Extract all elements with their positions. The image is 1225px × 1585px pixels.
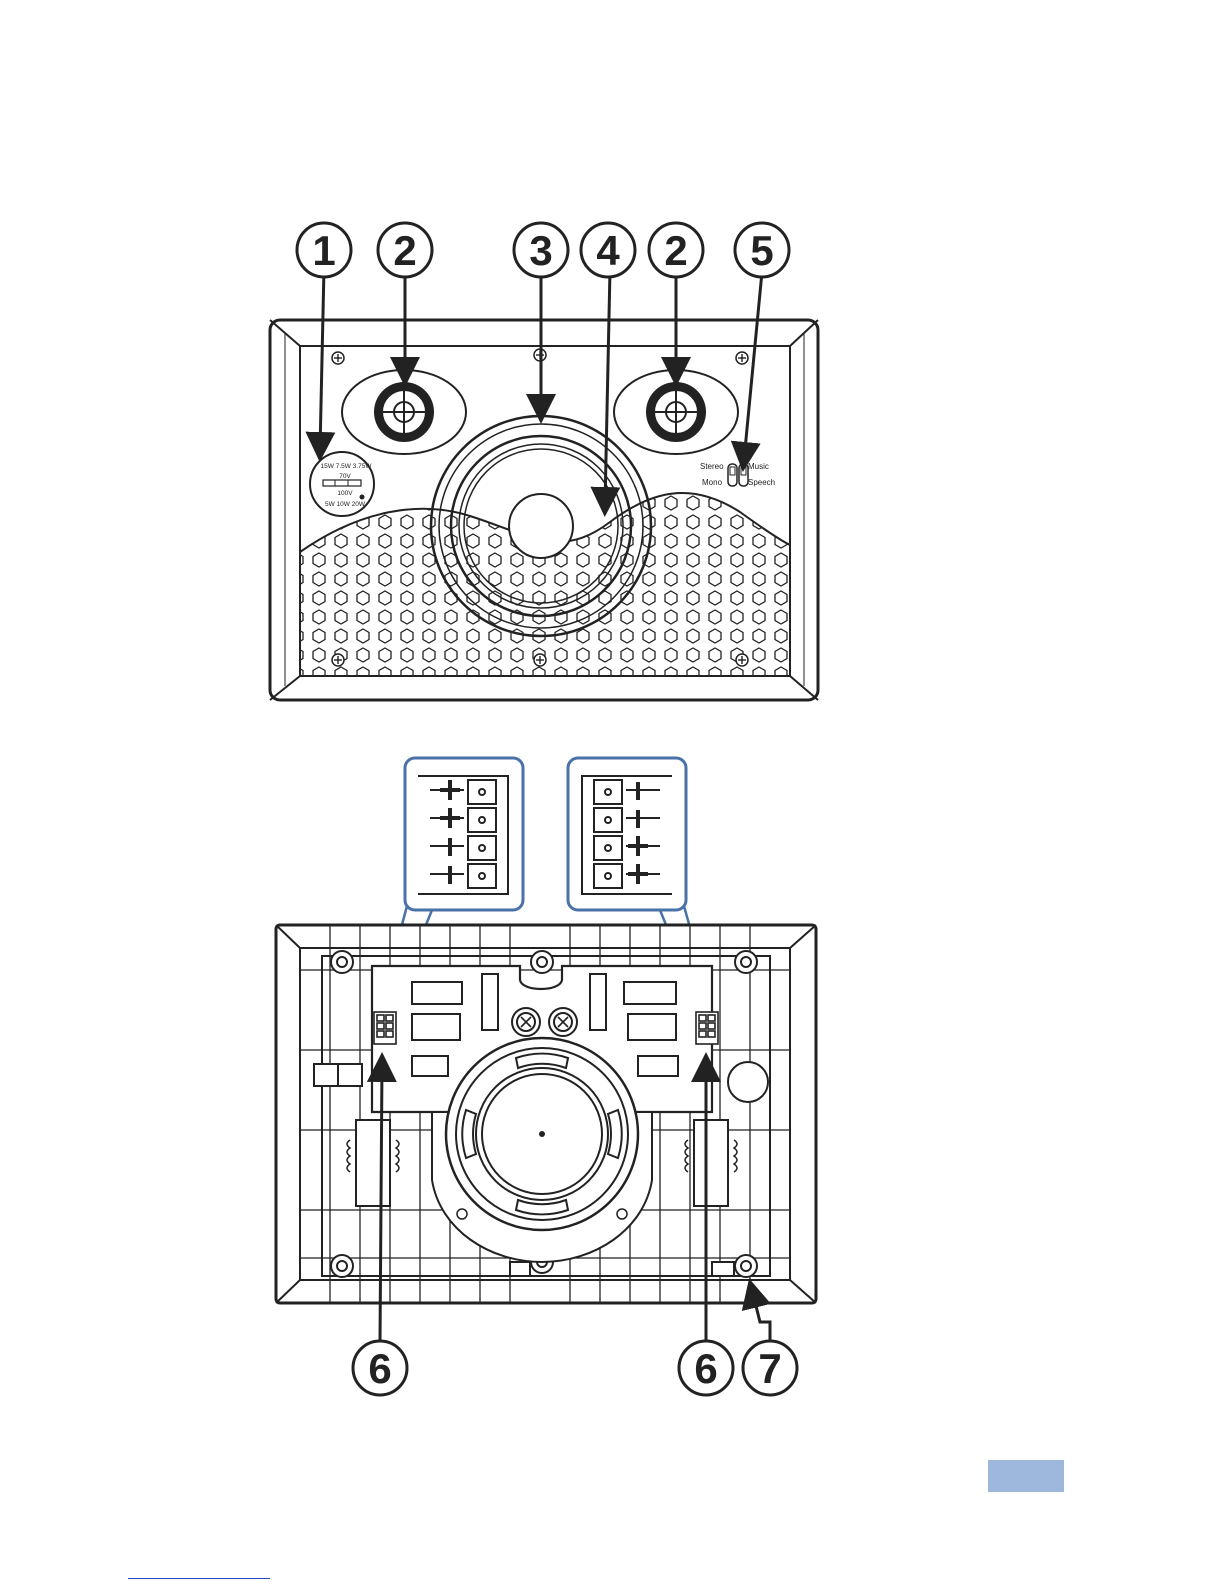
svg-text:5W 10W 20W: 5W 10W 20W <box>325 501 366 508</box>
rear-terminal-right <box>696 1012 718 1044</box>
switch-label-stereo: Stereo <box>700 462 724 471</box>
callout-2-left: 2 <box>393 227 416 274</box>
rear-terminal-left <box>374 1012 396 1044</box>
tap-100v-label: 100V <box>337 490 353 497</box>
tap-selector-dial: 15W 7.5W 3.75W 70V 100V 5W 10W 20W <box>310 452 374 516</box>
terminal-block-right <box>582 776 672 894</box>
terminal-block-left <box>418 776 508 894</box>
switch-label-mono: Mono <box>702 478 723 487</box>
callout-7: 7 <box>758 1345 781 1392</box>
woofer <box>431 416 651 636</box>
callout-6-right: 6 <box>694 1345 717 1392</box>
page-number-tab <box>988 1460 1064 1492</box>
tweeter-left <box>342 370 466 454</box>
callout-6-left: 6 <box>368 1345 391 1392</box>
callout-1: 1 <box>312 227 335 274</box>
rear-view: 6 6 7 <box>276 758 816 1395</box>
callout-3: 3 <box>529 227 552 274</box>
callout-2-right: 2 <box>664 227 687 274</box>
tweeter-right <box>614 370 738 454</box>
tap-70v-label: 70V <box>339 473 351 480</box>
switch-label-speech: Speech <box>748 478 775 487</box>
footer-rule <box>128 1578 270 1579</box>
svg-text:15W 7.5W 3.75W: 15W 7.5W 3.75W <box>321 463 373 470</box>
switch-label-music: Music <box>748 462 769 471</box>
callout-4: 4 <box>596 227 620 274</box>
callout-5: 5 <box>750 227 773 274</box>
front-view: 15W 7.5W 3.75W 70V 100V 5W 10W 20W Stere… <box>270 223 818 700</box>
